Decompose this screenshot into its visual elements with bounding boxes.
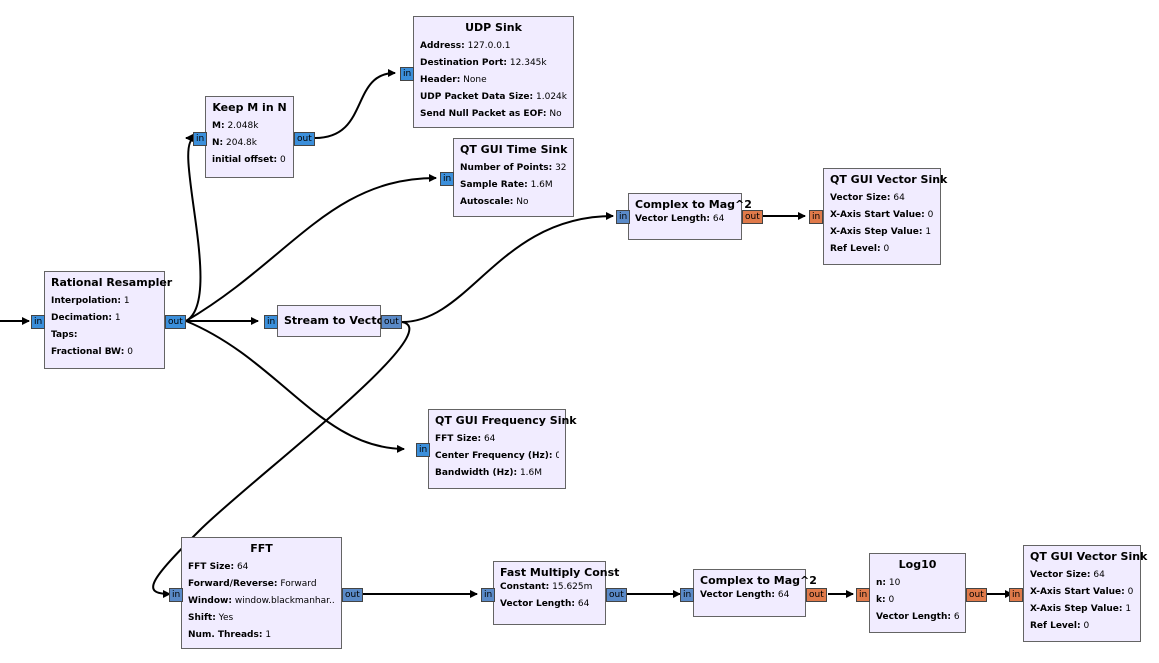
- qt-gui-vector-sink-top-in-port[interactable]: in: [809, 210, 824, 224]
- block-title: Complex to Mag^2: [635, 198, 752, 211]
- block-title: QT GUI Vector Sink: [1030, 550, 1148, 563]
- fft-out-port[interactable]: out: [342, 588, 363, 602]
- param-row: M: 2.048k: [212, 121, 259, 131]
- qt-gui-frequency-sink-block[interactable]: QT GUI Frequency Sink FFT Size: 64 Cente…: [428, 409, 577, 489]
- block-title: UDP Sink: [465, 21, 522, 34]
- fft-block[interactable]: FFT FFT Size: 64 Forward/Reverse: Forwar…: [181, 537, 342, 649]
- complex-to-mag2-top-out-port[interactable]: out: [742, 210, 763, 224]
- param-row: Vector Length: 64: [635, 214, 725, 224]
- param-row: Bandwidth (Hz): 1.6M: [435, 468, 543, 478]
- param-row: Decimation: 1: [51, 313, 121, 323]
- param-row: Vector Size: 64: [830, 193, 905, 203]
- param-row: Vector Length: 64: [500, 599, 590, 609]
- block-title: Stream to Vector: [284, 314, 390, 327]
- param-row: Vector Size: 64: [1030, 570, 1105, 580]
- param-row: Vector Length: 64: [876, 612, 959, 622]
- qt-gui-time-sink-in-port[interactable]: in: [440, 172, 455, 186]
- rational-resampler-block[interactable]: Rational Resampler Interpolation: 1 Deci…: [44, 271, 173, 369]
- log10-out-port[interactable]: out: [966, 588, 987, 602]
- param-row: Sample Rate: 1.6M: [460, 180, 553, 190]
- block-title: QT GUI Vector Sink: [830, 173, 948, 186]
- wire-s2v-to-mag2: [401, 212, 614, 323]
- block-title: Keep M in N: [212, 101, 287, 114]
- param-row: FFT Size: 64: [435, 434, 496, 444]
- param-row: Center Frequency (Hz): 0: [435, 451, 559, 461]
- wire-resampler-to-timesink: [185, 174, 437, 322]
- qt-gui-time-sink-block[interactable]: QT GUI Time Sink Number of Points: 320 S…: [453, 138, 574, 217]
- param-row: Send Null Packet as EOF: No: [420, 109, 562, 119]
- wire-resampler-to-keepm-b: [185, 137, 202, 322]
- param-row: Autoscale: No: [460, 197, 529, 207]
- param-row: Window: window.blackmanhar...: [188, 596, 335, 606]
- stream-to-vector-block[interactable]: Stream to Vector: [277, 305, 390, 337]
- rational-resampler-out-port[interactable]: out: [165, 315, 186, 329]
- block-title: Complex to Mag^2: [700, 574, 817, 587]
- param-row: N: 204.8k: [212, 138, 257, 148]
- param-row: Constant: 15.625m: [500, 582, 593, 592]
- param-row: Number of Points: 320: [460, 163, 567, 173]
- stream-to-vector-out-port[interactable]: out: [381, 315, 402, 329]
- stream-to-vector-in-port[interactable]: in: [264, 315, 279, 329]
- param-row: UDP Packet Data Size: 1.024k: [420, 92, 567, 102]
- param-row: Shift: Yes: [188, 613, 234, 623]
- param-row: Header: None: [420, 75, 487, 85]
- rational-resampler-in-port[interactable]: in: [31, 315, 46, 329]
- block-title: Rational Resampler: [51, 276, 173, 289]
- udp-sink-block[interactable]: UDP Sink Address: 127.0.0.1 Destination …: [413, 16, 574, 128]
- fast-multiply-const-block[interactable]: Fast Multiply Const Constant: 15.625m Ve…: [493, 561, 620, 625]
- qt-gui-vector-sink-top-block[interactable]: QT GUI Vector Sink Vector Size: 64 X-Axi…: [823, 168, 948, 265]
- param-row: n: 10: [876, 578, 901, 588]
- block-title: QT GUI Time Sink: [460, 143, 568, 156]
- log10-block[interactable]: Log10 n: 10 k: 0 Vector Length: 64: [869, 553, 966, 633]
- param-row: Address: 127.0.0.1: [420, 41, 511, 51]
- fast-multiply-const-in-port[interactable]: in: [481, 588, 496, 602]
- block-title: QT GUI Frequency Sink: [435, 414, 577, 427]
- qt-gui-frequency-sink-in-port[interactable]: in: [416, 443, 431, 457]
- block-title: Fast Multiply Const: [500, 566, 620, 579]
- param-row: initial offset: 0: [212, 155, 286, 165]
- param-row: Taps:: [51, 330, 78, 340]
- param-row: Fractional BW: 0: [51, 347, 133, 357]
- qt-gui-vector-sink-bottom-in-port[interactable]: in: [1009, 588, 1024, 602]
- complex-to-mag2-bottom-in-port[interactable]: in: [680, 588, 695, 602]
- keep-m-in-n-in-port[interactable]: in: [193, 132, 208, 146]
- param-row: k: 0: [876, 595, 895, 605]
- param-row: Ref Level: 0: [1030, 621, 1090, 631]
- param-row: X-Axis Step Value: 1: [830, 227, 932, 237]
- param-row: Ref Level: 0: [830, 244, 890, 254]
- qt-gui-vector-sink-bottom-block[interactable]: QT GUI Vector Sink Vector Size: 64 X-Axi…: [1023, 545, 1148, 642]
- udp-sink-in-port[interactable]: in: [400, 67, 415, 81]
- param-row: X-Axis Start Value: 0: [1030, 587, 1134, 597]
- fast-multiply-const-out-port[interactable]: out: [606, 588, 627, 602]
- param-row: Num. Threads: 1: [188, 630, 272, 640]
- param-row: Destination Port: 12.345k: [420, 58, 547, 68]
- complex-to-mag2-bottom-block[interactable]: Complex to Mag^2 Vector Length: 64: [693, 569, 817, 617]
- param-row: Interpolation: 1: [51, 296, 130, 306]
- wire-resampler-to-freqsink: [185, 320, 405, 453]
- complex-to-mag2-top-in-port[interactable]: in: [616, 210, 631, 224]
- param-row: Forward/Reverse: Forward: [188, 579, 317, 589]
- block-title: Log10: [898, 558, 937, 571]
- log10-in-port[interactable]: in: [856, 588, 871, 602]
- param-row: X-Axis Step Value: 1: [1030, 604, 1132, 614]
- param-row: Vector Length: 64: [700, 590, 790, 600]
- fft-in-port[interactable]: in: [169, 588, 184, 602]
- wire-keepm-to-udp: [314, 69, 396, 139]
- complex-to-mag2-top-block[interactable]: Complex to Mag^2 Vector Length: 64: [628, 193, 752, 240]
- param-row: FFT Size: 64: [188, 562, 249, 572]
- block-title: FFT: [250, 542, 273, 555]
- complex-to-mag2-bottom-out-port[interactable]: out: [806, 588, 827, 602]
- keep-m-in-n-out-port[interactable]: out: [294, 132, 315, 146]
- param-row: X-Axis Start Value: 0: [830, 210, 934, 220]
- wire-s2v-to-fft: [152, 321, 411, 598]
- keep-m-in-n-block[interactable]: Keep M in N M: 2.048k N: 204.8k initial …: [205, 96, 294, 178]
